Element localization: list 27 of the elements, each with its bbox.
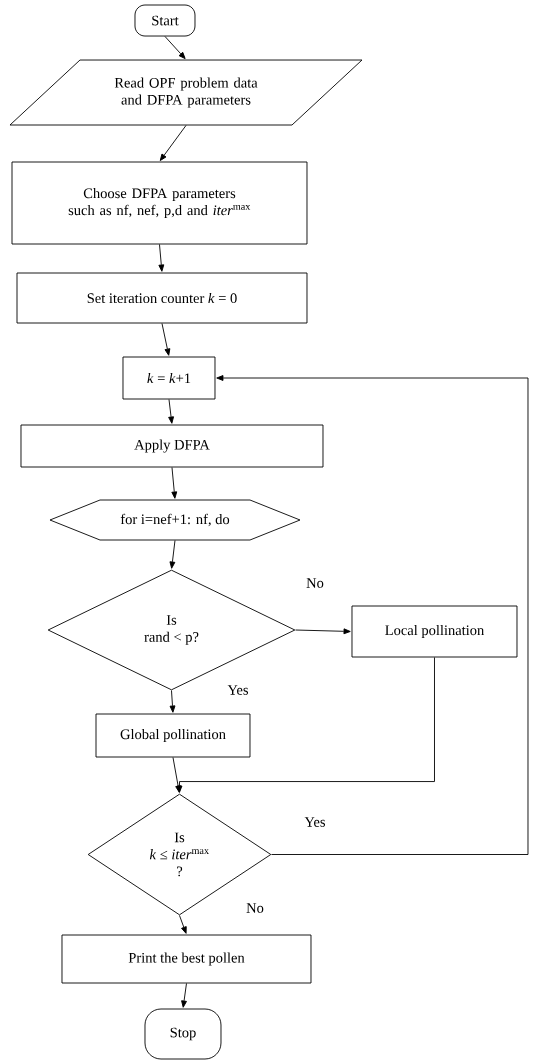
process-box: Global pollination: [95, 713, 251, 758]
arrow: [171, 467, 178, 499]
arrow: [216, 375, 529, 855]
start-terminal: Start: [134, 4, 196, 37]
process-box: Choose DFPA parameters such as nf, nef, p,d and iter$^{max}$: [11, 161, 308, 245]
arrow: [169, 690, 176, 713]
arrow: [295, 628, 351, 635]
process-box: Local pollination: [351, 605, 518, 658]
arrow: [158, 244, 165, 272]
process-box: Apply DFPA: [20, 424, 324, 468]
stop-terminal: Stop: [144, 1008, 222, 1060]
edge-label: No: [305, 577, 325, 589]
arrow: [164, 36, 186, 60]
arrow: [168, 399, 174, 424]
arrow: [169, 540, 176, 569]
input-parallelogram: Read OPF problem data and DFPA parameters: [9, 59, 363, 126]
arrow: [159, 125, 187, 161]
edge-label: Yes: [303, 816, 327, 828]
process-box: Print the best pollen: [61, 934, 312, 984]
loop-hexagon: for i=nef+1: nf, do: [49, 499, 301, 541]
arrow: [161, 323, 171, 356]
arrow: [179, 915, 187, 934]
process-box: Set iteration counter k = 0: [16, 272, 308, 324]
edge-label: No: [245, 902, 265, 914]
process-box: k = k+1: [122, 356, 216, 400]
arrow: [181, 983, 187, 1008]
arrow: [176, 657, 435, 793]
